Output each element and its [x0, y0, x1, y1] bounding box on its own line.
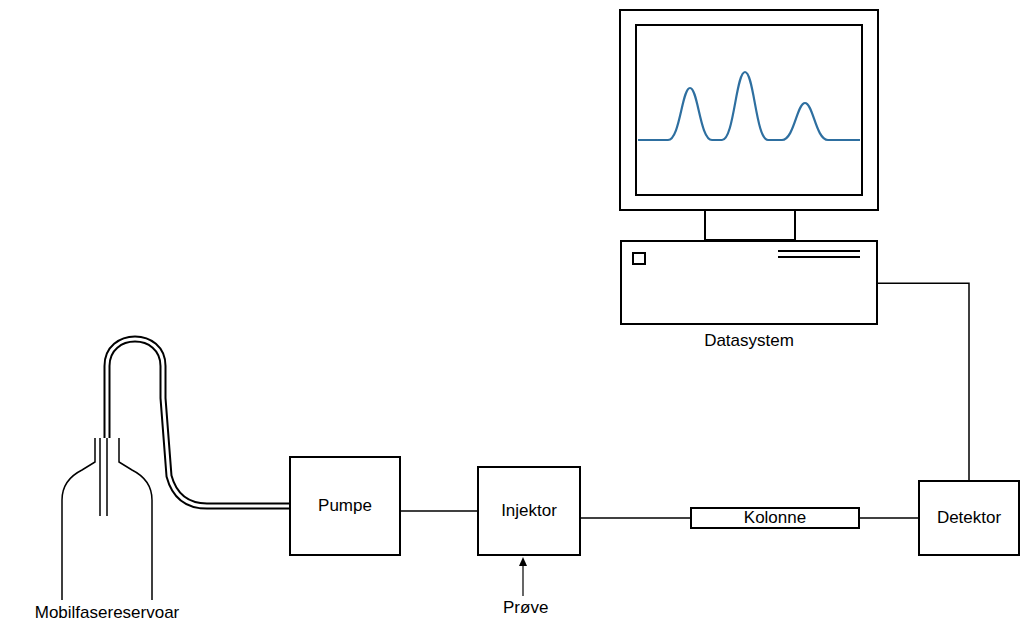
- chromatogram: [638, 72, 860, 140]
- bottle-outline: [62, 438, 152, 600]
- reservoir-bottle: Mobilfasereservoar: [62, 438, 152, 600]
- monitor-frame: [620, 10, 878, 210]
- column-box: Kolonne: [690, 507, 860, 529]
- connector: [581, 518, 690, 519]
- node-label: Detektor: [937, 508, 1001, 528]
- monitor-screen: [636, 25, 862, 195]
- node-label: Datasystem: [704, 331, 794, 351]
- detector-box: Detektor: [918, 480, 1020, 556]
- node-label: Pumpe: [318, 496, 372, 516]
- connector: [401, 511, 477, 512]
- sample-arrow: [519, 557, 527, 596]
- connector: [860, 518, 918, 519]
- injector-box: Injektor: [477, 466, 581, 556]
- node-label: Mobilfasereservoar: [35, 603, 180, 623]
- pump-box: Pumpe: [289, 456, 401, 556]
- connector: [878, 283, 969, 480]
- sample-label: Prøve: [503, 598, 548, 618]
- computer-unit: Datasystem: [620, 240, 878, 325]
- connector: [107, 339, 289, 506]
- node-label: Injektor: [501, 501, 557, 521]
- node-label: Kolonne: [744, 508, 806, 528]
- computer-base-outline: [620, 240, 878, 325]
- monitor-stand: [705, 210, 795, 240]
